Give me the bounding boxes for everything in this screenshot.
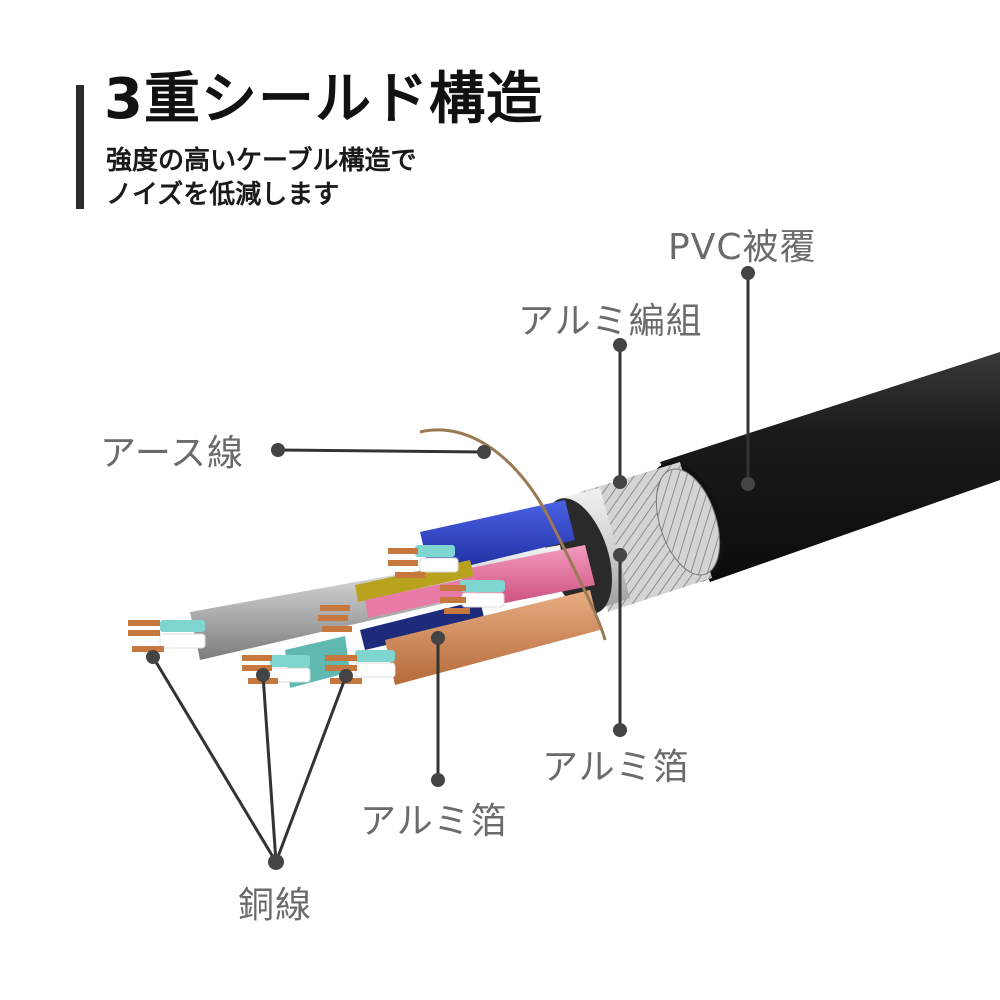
page-subtitle: 強度の高いケーブル構造で ノイズを低減します [106, 144, 416, 212]
label-ground-wire: アース線 [100, 433, 245, 474]
subtitle-line-1: 強度の高いケーブル構造で [106, 146, 417, 176]
page-title: 3重シールド構造 [104, 67, 543, 132]
ground-wire [419, 428, 607, 641]
subtitle-line-2: ノイズを低減します [106, 180, 340, 210]
label-pvc-jacket: PVC被覆 [668, 227, 817, 268]
accent-bar [76, 85, 84, 209]
leader-dots [146, 266, 755, 870]
label-aluminum-braid: アルミ編組 [518, 301, 703, 342]
leader-lines [151, 273, 750, 863]
label-aluminum-foil-inner: アルミ箔 [360, 801, 508, 842]
label-aluminum-foil-outer: アルミ箔 [542, 747, 690, 788]
label-copper-wire: 銅線 [238, 885, 313, 926]
